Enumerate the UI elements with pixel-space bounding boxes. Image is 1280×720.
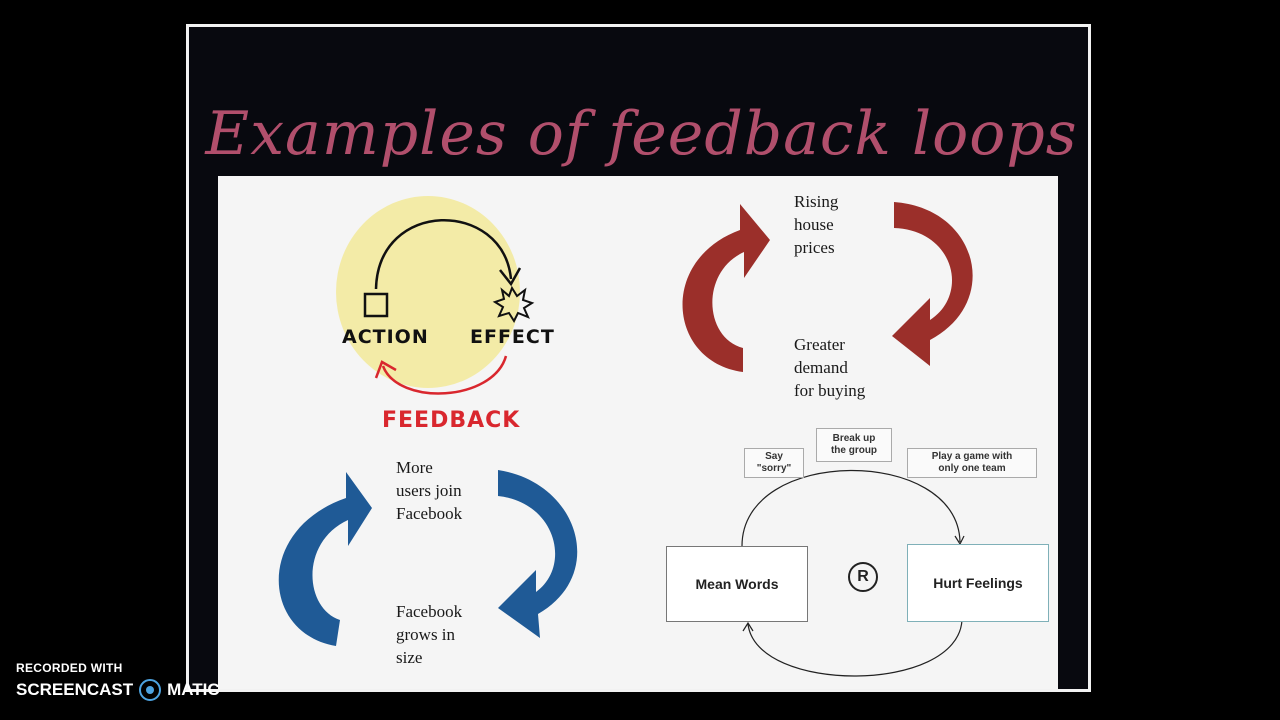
more-users-text: More users join Facebook: [396, 458, 463, 523]
screencast-matic-logo: SCREENCAST MATIC: [16, 679, 220, 701]
examples-panel: ACTION EFFECT FEEDBACK Rising house pric…: [218, 176, 1058, 689]
red-arrow-right: [892, 202, 973, 366]
facebook-grows-text: Facebook grows in size: [396, 602, 463, 667]
action-effect-diagram: ACTION EFFECT FEEDBACK: [328, 184, 588, 434]
blue-arrow-right: [498, 470, 578, 638]
effect-burst-icon: [492, 285, 535, 324]
action-effect-sketch: [336, 196, 535, 395]
feedback-curve-arrow: [381, 355, 508, 395]
slide-title: Examples of feedback loops: [205, 99, 1078, 169]
red-arrow-left: [682, 204, 770, 372]
recorded-with-label: RECORDED WITH: [16, 661, 123, 675]
action-label: ACTION: [342, 326, 429, 348]
rising-house-prices-text: Rising house prices: [794, 192, 839, 257]
note-play-one-team: Play a game with only one team: [907, 448, 1037, 478]
effect-label: EFFECT: [470, 326, 555, 348]
bottom-loop-arrowhead: [742, 621, 754, 632]
top-loop-line: [741, 469, 961, 547]
facebook-loop: More users join Facebook Facebook grows …: [258, 456, 618, 671]
blue-arrow-left: [278, 472, 372, 646]
reinforcing-loop-icon: R: [848, 562, 878, 592]
feedback-label: FEEDBACK: [382, 408, 521, 433]
bottom-loop-line: [747, 619, 963, 677]
feedback-arrowhead: [374, 360, 397, 379]
reinforcing-symbol: R: [857, 568, 869, 585]
screencast-record-icon: [139, 679, 162, 701]
yellow-highlight: [336, 196, 520, 388]
house-price-loop: Rising house prices Greater demand for b…: [658, 190, 1018, 405]
top-curve-arrow: [374, 219, 513, 290]
facebook-arrows: [278, 470, 578, 646]
greater-demand-text: Greater demand for buying: [794, 335, 866, 400]
mean-words-loop: Say "sorry" Break up the group Play a ga…: [658, 424, 1053, 686]
brand-left-text: SCREENCAST: [16, 680, 134, 699]
action-square-icon: [363, 292, 389, 318]
note-say-sorry: Say "sorry": [744, 448, 804, 478]
brand-right-text: MATIC: [167, 680, 220, 699]
mean-words-box: Mean Words: [666, 546, 808, 622]
house-price-arrows: [682, 202, 973, 372]
top-arrowhead: [499, 267, 522, 287]
hurt-feelings-box: Hurt Feelings: [907, 544, 1049, 622]
note-break-up-group: Break up the group: [816, 428, 892, 462]
